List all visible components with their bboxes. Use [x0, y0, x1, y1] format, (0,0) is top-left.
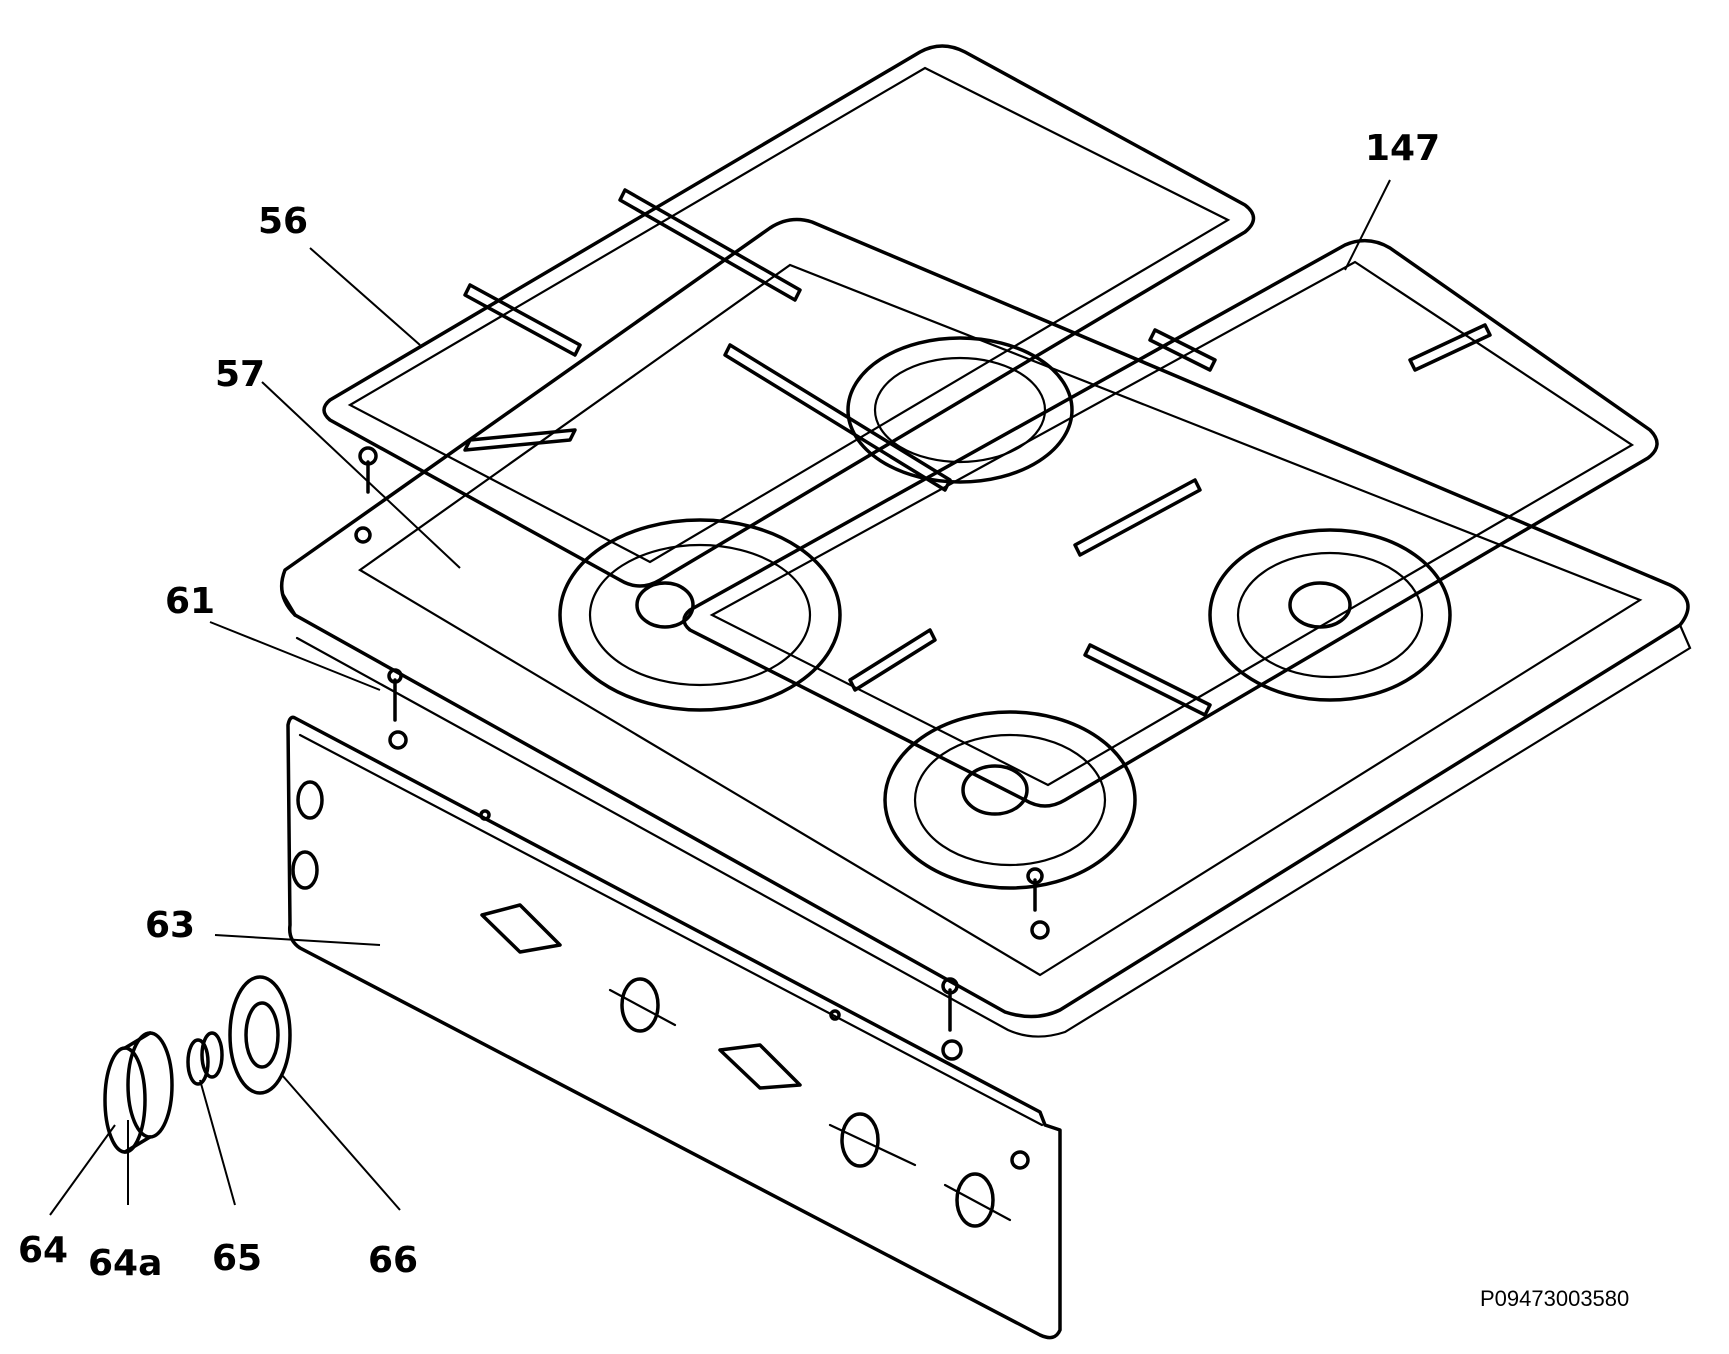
screw-front: [1026, 867, 1050, 940]
burner-front: [883, 710, 1137, 890]
document-id: P09473003580: [1480, 1286, 1629, 1311]
burner-front-left: [558, 518, 842, 712]
callout-66: 66: [368, 1240, 418, 1281]
control-panel: [286, 715, 1062, 1340]
callout-61: 61: [165, 581, 215, 622]
knob-bezel: [228, 975, 292, 1095]
callout-63: 63: [145, 905, 195, 946]
callout-56: 56: [258, 201, 308, 242]
callout-65: 65: [212, 1238, 262, 1279]
callout-64: 64: [18, 1230, 68, 1271]
hob-top-plate: [279, 217, 1692, 1038]
knob-spring: [186, 1031, 224, 1086]
burner-rear: [846, 336, 1074, 484]
burner-right: [1208, 528, 1452, 702]
callout-147: 147: [1365, 128, 1440, 169]
pan-support-right: [682, 238, 1659, 808]
screw-control-panel: [941, 977, 963, 1061]
screw-rear-left: [354, 446, 378, 544]
control-knob: [103, 1031, 174, 1154]
pan-support-left: [322, 44, 1256, 588]
leader-lines: [49, 179, 1391, 1216]
callout-64a: 64a: [88, 1243, 162, 1284]
screw-front-left: [387, 668, 408, 750]
callout-57: 57: [215, 354, 265, 395]
